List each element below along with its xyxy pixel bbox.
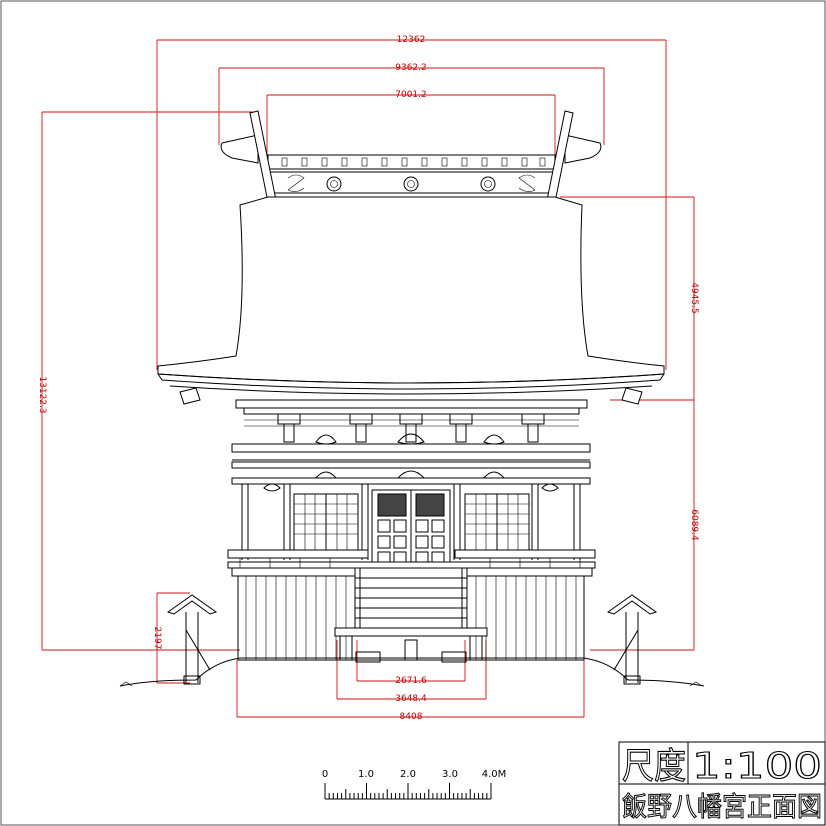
title-block: 尺度 1:100 飯野八幡宮正面図 <box>618 741 826 826</box>
ground <box>119 657 705 687</box>
bracket-zone <box>231 399 591 492</box>
dimension-labels: 12362 9362.2 7001.2 13122.3 4945.5 6089.… <box>37 35 699 722</box>
left-fence <box>166 594 218 685</box>
substructure <box>237 567 585 663</box>
scale-tick-3: 3.0 <box>442 769 458 780</box>
dim-roof-mid-width: 9362.2 <box>395 63 427 73</box>
dim-roof-total-width: 12362 <box>397 35 426 45</box>
right-fence <box>606 594 658 685</box>
dim-base-width: 8408 <box>400 712 423 722</box>
dim-door-width: 2671.6 <box>395 676 427 686</box>
drawing-title: 飯野八幡宮正面図 <box>622 792 822 823</box>
main-roof <box>157 196 665 405</box>
left-window <box>293 493 359 551</box>
dim-stair-width: 3648.4 <box>395 694 427 704</box>
shrine-elevation <box>119 110 705 687</box>
scale-tick-1: 1.0 <box>358 769 374 780</box>
dim-fence-height: 2197 <box>152 627 162 650</box>
dim-body-height: 6089.4 <box>689 509 699 541</box>
scale-tick-0: 0 <box>322 769 328 780</box>
scale-label: 尺度 <box>622 746 686 787</box>
scale-value: 1:100 <box>692 746 822 787</box>
dim-total-height: 13122.3 <box>37 376 47 413</box>
dim-roof-height: 4945.5 <box>689 282 699 314</box>
body-walls <box>241 484 581 567</box>
dim-ridge-width: 7001.2 <box>395 90 427 100</box>
center-doors <box>371 489 451 567</box>
ridge <box>220 134 602 198</box>
right-window <box>464 493 530 551</box>
scale-tick-4: 4.0M <box>482 769 507 780</box>
scale-tick-2: 2.0 <box>400 769 416 780</box>
scale-bar: 0 1.0 2.0 3.0 4.0M <box>322 769 507 800</box>
